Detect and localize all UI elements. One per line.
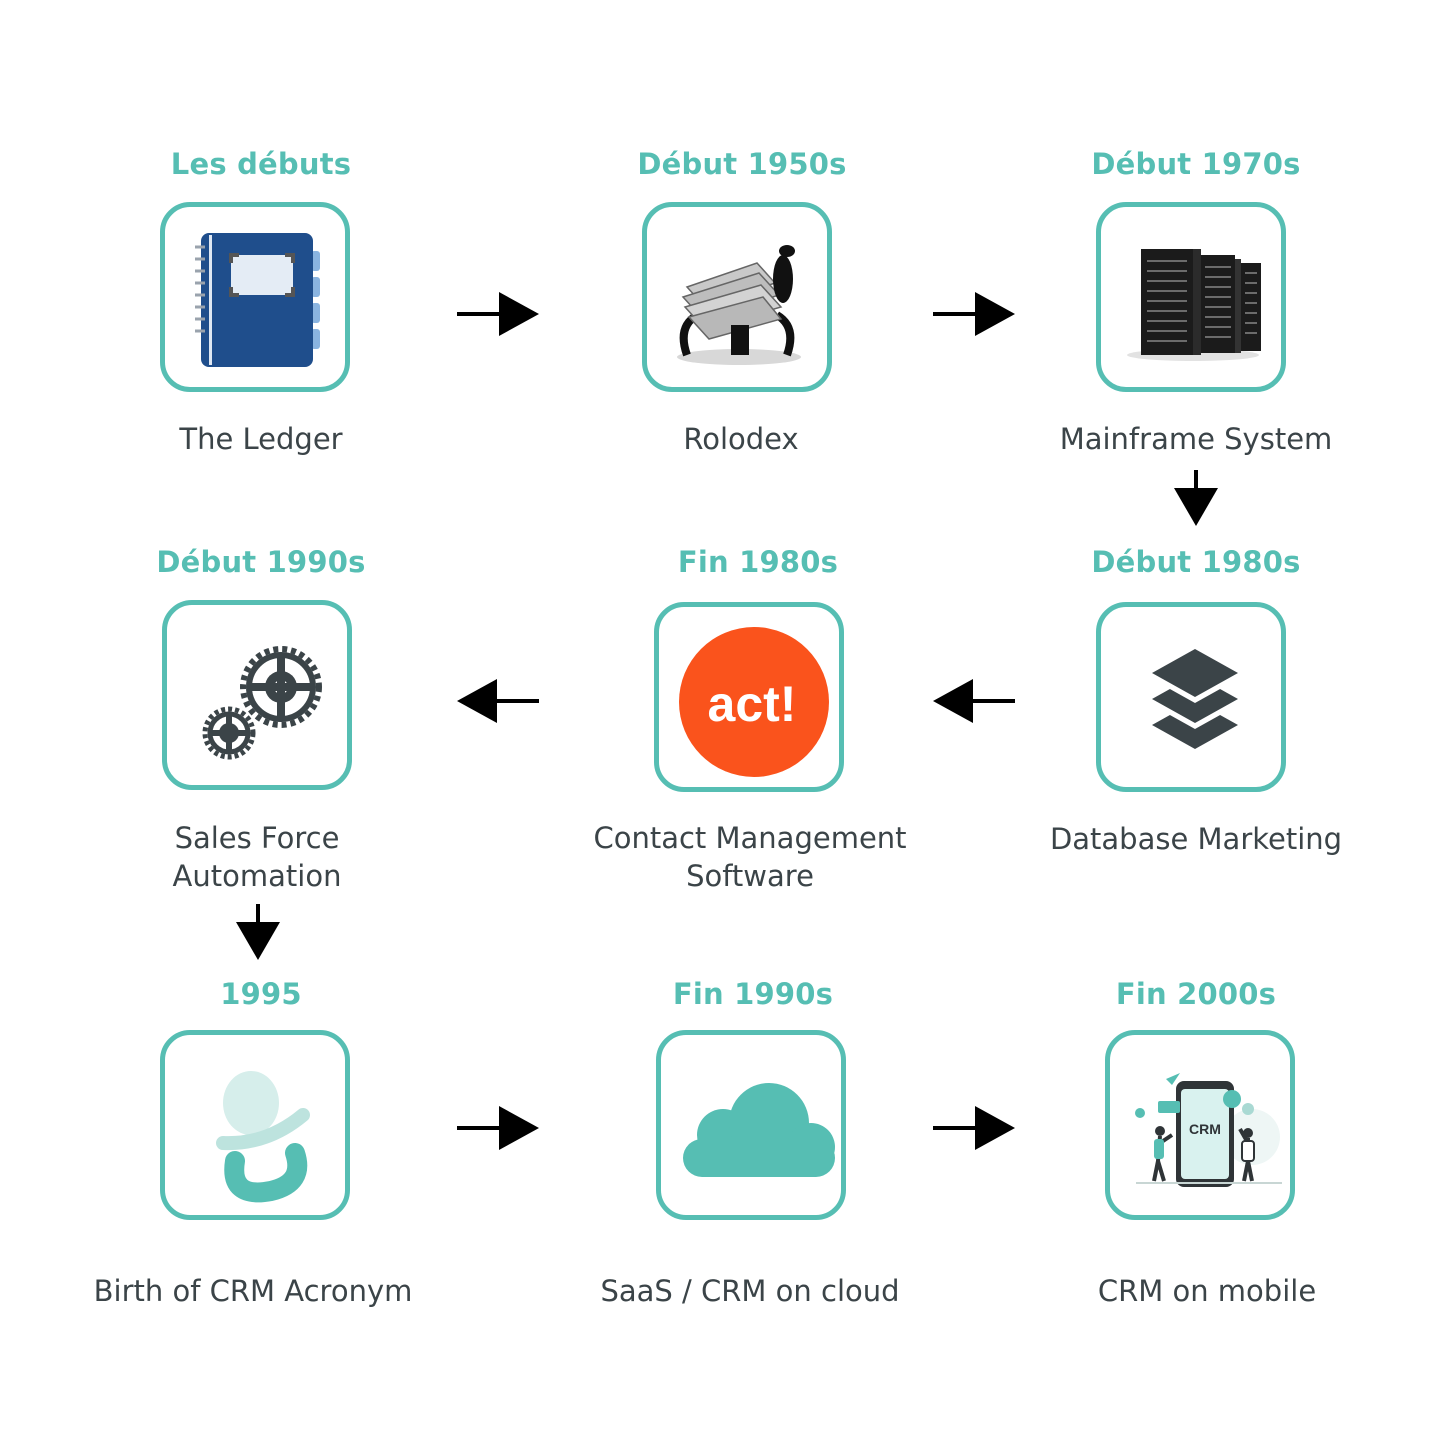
milestone-caption: The Ledger — [179, 420, 342, 458]
arrow-down-icon — [1174, 470, 1218, 526]
milestone-icon-box — [162, 600, 352, 790]
crm-mobile-icon: CRM — [1135, 1073, 1282, 1187]
arrow-left-icon — [933, 679, 1015, 723]
act-logo-text: act! — [708, 676, 797, 732]
era-label: Début 1970s — [1091, 147, 1301, 181]
crm-screen-text: CRM — [1189, 1121, 1221, 1137]
milestone-caption: Contact Management Software — [593, 819, 906, 895]
era-label: Fin 1980s — [677, 545, 839, 579]
era-label: Fin 2000s — [1115, 977, 1277, 1011]
caption-line: SaaS / CRM on cloud — [600, 1274, 900, 1308]
milestone-caption: CRM on mobile — [1098, 1272, 1316, 1310]
caption-line: Software — [686, 859, 814, 893]
era-label: Début 1950s — [637, 147, 847, 181]
arrow-right-icon — [457, 292, 539, 336]
milestone-caption: SaaS / CRM on cloud — [600, 1272, 899, 1310]
act-logo: act! — [679, 627, 829, 777]
milestone-icon-box — [1096, 602, 1286, 792]
caption-line: The Ledger — [179, 422, 343, 456]
caption-line: Mainframe System — [1059, 422, 1333, 456]
milestone-icon-box: act! — [654, 602, 844, 792]
server-rack-icon — [1127, 249, 1261, 361]
milestone-icon-box — [160, 1030, 350, 1220]
era-label: Les débuts — [170, 147, 352, 181]
caption-line: Database Marketing — [1049, 822, 1343, 856]
era-label: Début 1990s — [156, 545, 366, 579]
milestone-caption: Sales Force Automation — [173, 819, 342, 895]
rolodex-icon — [677, 245, 801, 365]
milestone-caption: Rolodex — [683, 420, 798, 458]
arrow-right-icon — [457, 1106, 539, 1150]
caption-line: Rolodex — [683, 422, 799, 456]
cloud-icon — [683, 1083, 835, 1177]
era-label: 1995 — [220, 977, 302, 1011]
pacifier-icon — [216, 1071, 310, 1203]
caption-line: Birth of CRM Acronym — [93, 1274, 413, 1308]
arrow-down-icon — [236, 904, 280, 960]
arrow-right-icon — [933, 1106, 1015, 1150]
era-label: Fin 1990s — [672, 977, 834, 1011]
caption-line: CRM on mobile — [1097, 1274, 1317, 1308]
ledger-notebook-icon — [195, 233, 320, 367]
era-label: Début 1980s — [1091, 545, 1301, 579]
gears-icon — [202, 646, 322, 760]
milestone-caption: Mainframe System — [1060, 420, 1333, 458]
caption-line: Sales Force — [174, 821, 340, 855]
milestone-icon-box — [642, 202, 832, 392]
caption-line: Automation — [172, 859, 342, 893]
arrow-right-icon — [933, 292, 1015, 336]
milestone-icon-box: CRM — [1105, 1030, 1295, 1220]
milestone-caption: Birth of CRM Acronym — [94, 1272, 413, 1310]
arrow-left-icon — [457, 679, 539, 723]
milestone-icon-box — [160, 202, 350, 392]
caption-line: Contact Management — [593, 821, 907, 855]
milestone-icon-box — [656, 1030, 846, 1220]
database-layers-icon — [1152, 649, 1238, 749]
milestone-icon-box — [1096, 202, 1286, 392]
milestone-caption: Database Marketing — [1050, 820, 1342, 858]
